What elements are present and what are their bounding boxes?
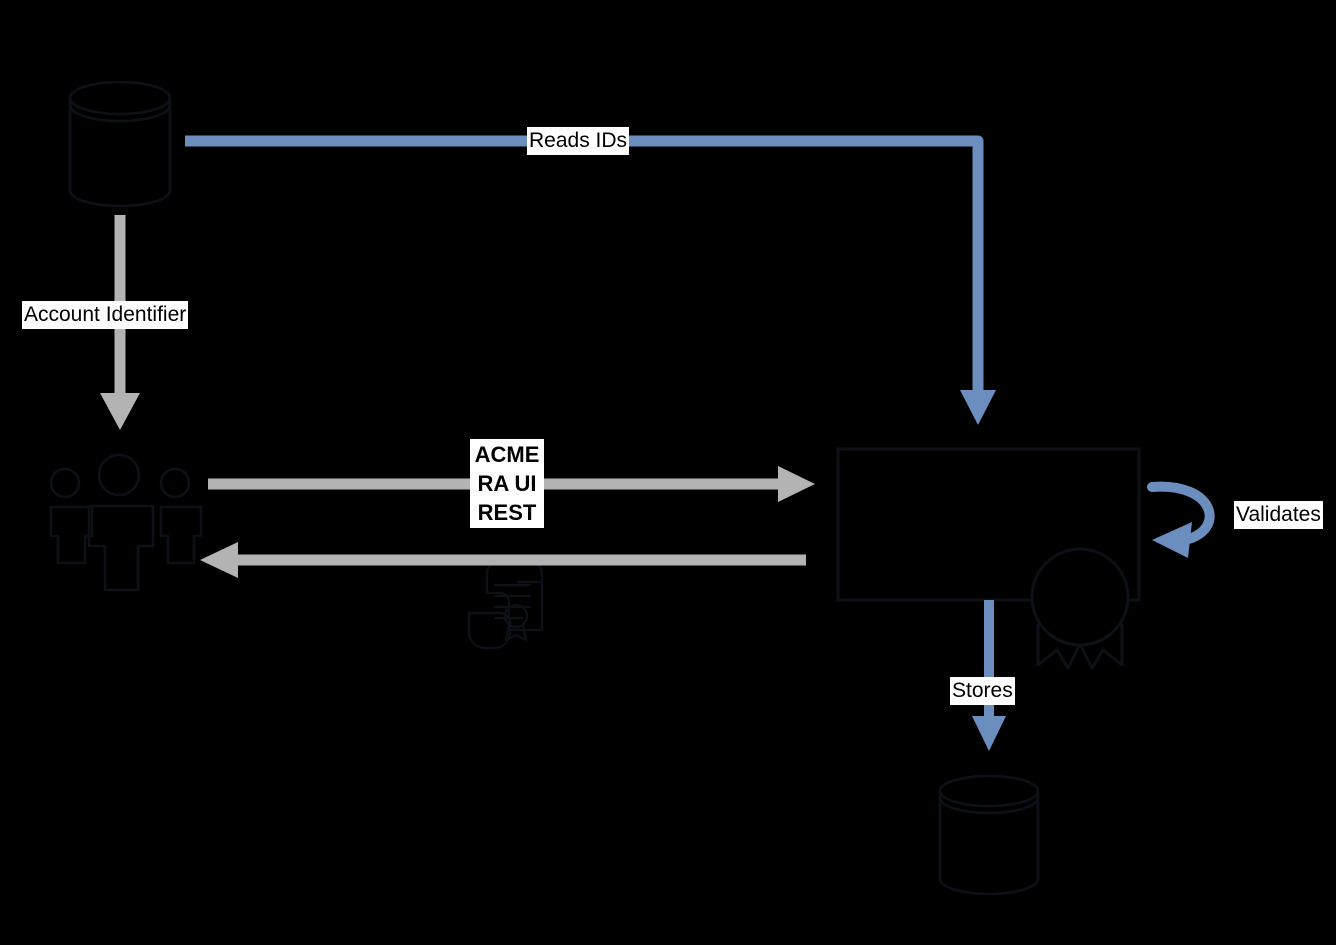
edge-label-reads-ids: Reads IDs (527, 127, 630, 155)
edge-service-response[interactable] (200, 542, 806, 578)
edge-stores[interactable] (972, 600, 1006, 751)
edge-label-validates: Validates (1234, 501, 1323, 529)
certificate-scroll-icon[interactable] (467, 560, 544, 650)
edge-label-line-2: RA UI (477, 471, 537, 496)
storage-database-cylinder-icon[interactable] (938, 774, 1040, 896)
edge-label-account-identifier: Account Identifier (22, 301, 189, 329)
certificate-award-icon[interactable] (1030, 547, 1130, 670)
edge-validates[interactable] (1147, 481, 1215, 558)
edge-label-line-3: REST (477, 500, 537, 525)
edge-label-acme-ra-ui-rest: ACME RA UI REST (470, 439, 544, 528)
edge-reads-ids[interactable] (185, 135, 996, 425)
users-group-icon[interactable] (49, 453, 203, 592)
edge-label-line-1: ACME (474, 442, 540, 467)
edge-label-stores: Stores (950, 677, 1015, 705)
database-cylinder-icon[interactable] (68, 80, 172, 208)
